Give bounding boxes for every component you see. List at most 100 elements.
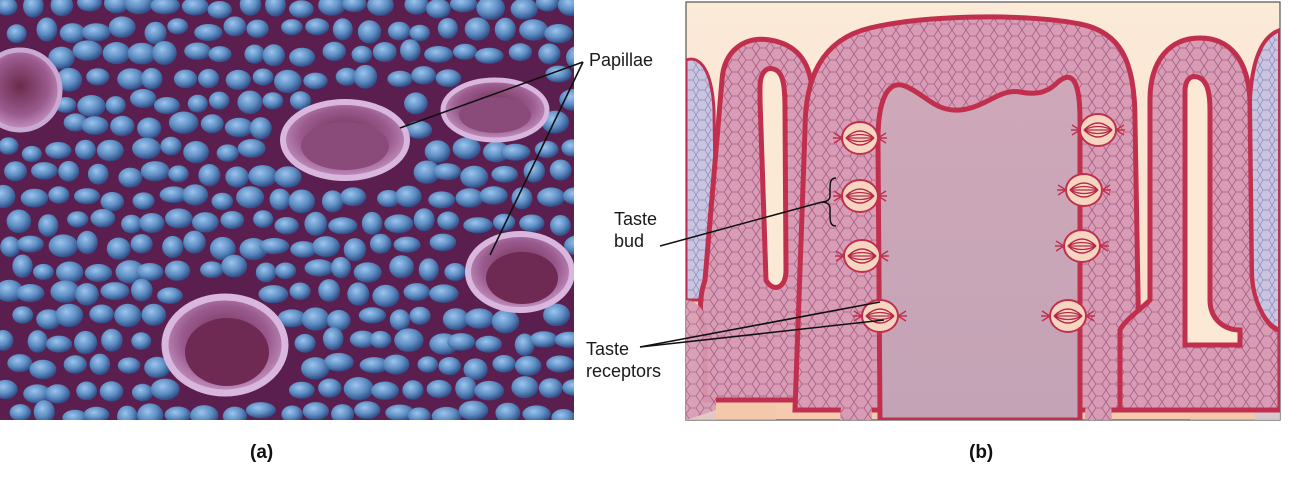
filiform-papilla (55, 261, 84, 284)
filiform-papilla (353, 262, 382, 283)
filiform-papilla (167, 18, 189, 35)
filiform-papilla (561, 139, 574, 157)
filiform-papilla (23, 384, 52, 404)
panel-letter-a: (a) (250, 442, 274, 463)
filiform-papilla (495, 402, 521, 420)
filiform-papilla (74, 330, 98, 355)
filiform-papilla (452, 137, 481, 160)
filiform-papilla (77, 0, 103, 12)
filiform-papilla (190, 405, 219, 420)
filiform-papilla (198, 68, 220, 89)
filiform-papilla (475, 47, 504, 64)
filiform-papilla (491, 309, 520, 334)
filiform-papilla (194, 23, 223, 42)
filiform-papilla (0, 236, 21, 258)
label-taste-receptors-line2: receptors (586, 361, 662, 381)
taste-bud-diagram-panel (685, 1, 1281, 421)
filiform-papilla (438, 357, 462, 376)
filiform-papilla (402, 380, 424, 400)
filiform-papilla (110, 115, 135, 137)
filiform-papilla (164, 406, 191, 420)
filiform-papilla (136, 263, 164, 281)
filiform-papilla (510, 0, 538, 20)
filiform-papilla (141, 67, 163, 90)
filiform-papilla (357, 20, 382, 44)
filiform-papilla (55, 303, 84, 328)
filiform-papilla (59, 23, 86, 43)
filiform-papilla (7, 354, 33, 373)
filiform-papilla (4, 161, 27, 182)
filiform-papilla (387, 70, 413, 88)
filiform-papilla (67, 211, 89, 228)
filiform-papilla (426, 379, 452, 399)
filiform-papilla (221, 254, 248, 278)
label-papillae: Papillae (589, 50, 654, 70)
taste-buds (833, 113, 1125, 333)
taste-bud (833, 121, 887, 155)
filiform-papilla (237, 139, 266, 158)
filiform-papilla (207, 1, 232, 19)
filiform-papilla (209, 236, 236, 261)
filiform-papilla (38, 214, 59, 237)
filiform-papilla (168, 165, 189, 183)
filiform-papilla (545, 65, 572, 83)
filiform-papilla (131, 332, 152, 350)
label-taste-bud-line2: bud (614, 231, 645, 251)
filiform-papilla (431, 406, 462, 420)
filiform-papilla (463, 358, 488, 381)
label-taste-receptors: Taste receptors (586, 338, 661, 382)
filiform-papilla (354, 401, 381, 419)
filiform-papilla (117, 68, 146, 90)
filiform-papilla (245, 402, 276, 419)
filiform-papilla (246, 19, 269, 38)
filiform-papilla (371, 381, 399, 400)
filiform-papilla (127, 42, 157, 65)
filiform-papilla (404, 0, 429, 15)
filiform-papilla (183, 141, 210, 164)
filiform-papilla (447, 333, 476, 351)
label-taste-bud-line1: Taste (614, 209, 658, 229)
filiform-papilla (16, 235, 44, 253)
taste-bud (1041, 299, 1095, 333)
filiform-papilla (328, 217, 358, 235)
filiform-papilla (353, 64, 378, 89)
filiform-papilla (508, 43, 533, 62)
label-taste-bud: Taste bud (614, 208, 657, 252)
filiform-papilla (216, 144, 239, 162)
filiform-papilla (369, 330, 392, 349)
filiform-papilla (303, 72, 328, 90)
filiform-papilla (511, 187, 533, 210)
filiform-papilla (324, 352, 354, 372)
filiform-papilla (331, 256, 351, 279)
filiform-papilla (23, 0, 44, 18)
filiform-papilla (99, 381, 124, 402)
filiform-papilla (255, 262, 277, 283)
filiform-papilla (476, 0, 505, 20)
filiform-papilla (387, 21, 411, 41)
filiform-papilla (0, 330, 14, 351)
filiform-papilla (258, 285, 289, 304)
filiform-papilla (551, 409, 574, 420)
filiform-papilla (433, 163, 461, 181)
filiform-papilla (62, 409, 88, 420)
filiform-papilla (393, 236, 421, 253)
filiform-papilla (301, 307, 330, 331)
filiform-papilla (130, 89, 157, 108)
filiform-papilla (108, 16, 136, 38)
filiform-papilla (372, 284, 400, 308)
filiform-papilla (281, 405, 303, 420)
filiform-papilla (460, 165, 489, 188)
filiform-papilla (342, 0, 367, 13)
filiform-papilla (117, 405, 138, 420)
filiform-papilla (84, 264, 113, 282)
filiform-papilla (493, 213, 516, 231)
filiform-papilla (351, 45, 373, 64)
filiform-papilla (563, 187, 574, 205)
filiform-papilla (168, 111, 199, 134)
filiform-papilla (500, 143, 531, 161)
filiform-papilla (367, 0, 394, 16)
filiform-papilla (332, 18, 353, 41)
filiform-papilla (444, 263, 466, 281)
filiform-papilla (184, 42, 212, 60)
filiform-papilla (72, 40, 103, 61)
